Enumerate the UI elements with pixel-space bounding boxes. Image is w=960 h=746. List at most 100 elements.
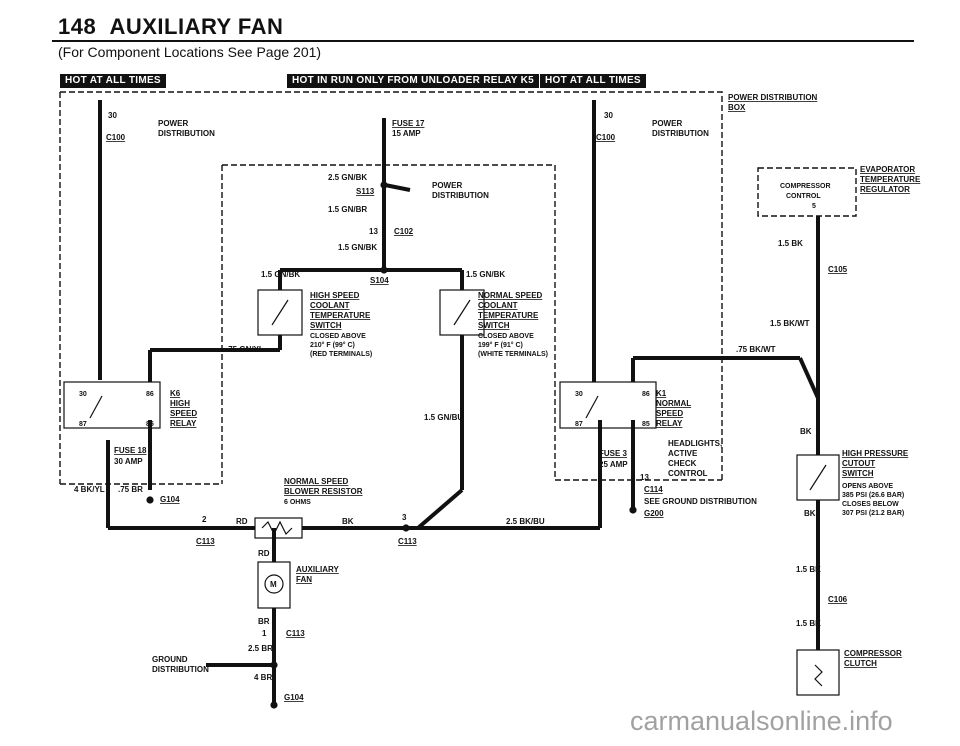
blower-resistor-l2: BLOWER RESISTOR [284, 487, 363, 496]
high-speed-switch-l4: SWITCH [310, 321, 342, 330]
relay-k1-label: K1 [656, 389, 667, 398]
normal-speed-switch-l3: TEMPERATURE [478, 311, 539, 320]
connector-c102: C102 [394, 227, 414, 236]
wire-bk-switch-bottom: BK [804, 509, 816, 518]
k1-pin-85: 85 [642, 421, 650, 428]
high-pressure-l2: CUTOUT [842, 459, 875, 468]
pin-13-c102: 13 [369, 227, 378, 236]
compressor-control-l2: CONTROL [786, 193, 821, 200]
relay-k6-label: K6 [170, 389, 181, 398]
wire-25-gn-bk: 2.5 GN/BK [328, 173, 367, 182]
watermark: carmanualsonline.info [630, 706, 893, 736]
high-pressure-l7: 307 PSI (21.2 BAR) [842, 510, 904, 517]
compressor-clutch-l1: COMPRESSOR [844, 649, 902, 658]
headlights-l1: HEADLIGHTS, [668, 439, 722, 448]
k1-pin-30: 30 [575, 391, 583, 398]
relay-k1-normal: NORMAL [656, 399, 691, 408]
high-pressure-l3: SWITCH [842, 469, 874, 478]
ground-g104-left: G104 [160, 495, 180, 504]
high-speed-switch-l5: CLOSED ABOVE [310, 333, 366, 340]
normal-speed-switch-l6: 199° F (91° C) [478, 341, 523, 349]
splice-s104: S104 [370, 276, 389, 285]
pin-30-left: 30 [108, 111, 117, 120]
ground-g200: G200 [644, 509, 664, 518]
page-title: 148 AUXILIARY FAN [58, 14, 284, 39]
splice-s113: S113 [356, 187, 375, 196]
high-speed-switch-l7: (RED TERMINALS) [310, 351, 372, 358]
pin-30-right: 30 [604, 111, 613, 120]
wire-75-bk-wt: .75 BK/WT [736, 345, 776, 354]
pdb-label-l1: POWER DISTRIBUTION [728, 93, 818, 102]
relay-k6-speed: SPEED [170, 409, 197, 418]
page-subtitle: (For Component Locations See Page 201) [58, 44, 322, 60]
wire-15-gn-bk-right: 1.5 GN/BK [466, 270, 505, 279]
auxiliary-fan-l2: FAN [296, 575, 312, 584]
ground-distribution-l1: GROUND [152, 655, 188, 664]
wire-rd-right: RD [236, 517, 248, 526]
see-ground-distribution: SEE GROUND DISTRIBUTION [644, 497, 757, 506]
compressor-clutch-l2: CLUTCH [844, 659, 877, 668]
power-label-right: POWER [652, 119, 682, 128]
wire-15-gn-bu: 1.5 GN/BU [424, 413, 463, 422]
wire-15-gn-bk-left: 1.5 GN/BK [261, 270, 300, 279]
power-distribution-box-outline [59, 91, 857, 485]
blower-resistor-l3: 6 OHMS [284, 499, 311, 506]
fuse-17-label: FUSE 17 [392, 119, 425, 128]
wire-4-br: 4 BR [254, 673, 272, 682]
connector-c113-right: C113 [398, 537, 417, 546]
connector-c106: C106 [828, 595, 848, 604]
blower-resistor-l1: NORMAL SPEED [284, 477, 349, 486]
wire-br: BR [258, 617, 270, 626]
high-speed-switch-l3: TEMPERATURE [310, 311, 371, 320]
wire-15-bk-upper: 1.5 BK [778, 239, 803, 248]
wire-75-br: .75 BR [118, 485, 143, 494]
wire-75-gn-yl: .75 GN/YL [226, 345, 264, 354]
k6-pin-85: 85 [146, 421, 154, 428]
connector-c113-bottom: C113 [286, 629, 305, 638]
ground-g104-bottom: G104 [284, 693, 304, 702]
evaporator-regulator-l3: REGULATOR [860, 185, 910, 194]
wire-4-bk-yl: 4 BK/YL [74, 485, 105, 494]
connector-c100-left: C100 [106, 133, 126, 142]
pin-1: 1 [262, 629, 267, 638]
connector-c114: C114 [644, 485, 663, 494]
k6-pin-87: 87 [79, 421, 87, 428]
header-hot-in-run: HOT IN RUN ONLY FROM UNLOADER RELAY K5 [287, 74, 539, 88]
power-label-left: POWER [158, 119, 188, 128]
normal-speed-switch-l7: (WHITE TERMINALS) [478, 351, 548, 358]
title-rule [52, 40, 914, 42]
high-pressure-l4: OPENS ABOVE [842, 483, 893, 490]
wire-rd-fan: RD [258, 549, 270, 558]
relay-k6-high: HIGH [170, 399, 190, 408]
normal-speed-switch-l2: COOLANT [478, 301, 518, 310]
fuse-3-label: FUSE 3 [599, 449, 628, 458]
power-label-center: POWER [432, 181, 462, 190]
header-hot-at-all-times-right: HOT AT ALL TIMES [540, 74, 646, 88]
evaporator-regulator-l1: EVAPORATOR [860, 165, 915, 174]
wire-15-gn-bk-upper: 1.5 GN/BK [338, 243, 377, 252]
high-speed-switch-l2: COOLANT [310, 301, 350, 310]
connector-c105: C105 [828, 265, 848, 274]
high-speed-switch-l6: 210° F (99° C) [310, 341, 355, 349]
k1-pin-86: 86 [642, 391, 650, 398]
high-pressure-l5: 385 PSI (26.6 BAR) [842, 492, 904, 499]
k6-pin-86: 86 [146, 391, 154, 398]
pin-2: 2 [202, 515, 207, 524]
fuse-3-amperage: 25 AMP [599, 460, 628, 469]
distribution-label-left: DISTRIBUTION [158, 129, 215, 138]
wire-15-bk-mid: 1.5 BK [796, 565, 821, 574]
wire-bk-switch-top: BK [800, 427, 812, 436]
auxiliary-fan-l1: AUXILIARY [296, 565, 339, 574]
normal-speed-switch-l1: NORMAL SPEED [478, 291, 543, 300]
relay-k6-relay: RELAY [170, 419, 197, 428]
wire-25-bk-bu: 2.5 BK/BU [506, 517, 545, 526]
headlights-l2: ACTIVE [668, 449, 698, 458]
compressor-control-l1: COMPRESSOR [780, 183, 831, 190]
high-pressure-l1: HIGH PRESSURE [842, 449, 909, 458]
fuse-18-amperage: 30 AMP [114, 457, 143, 466]
connector-c113-left: C113 [196, 537, 215, 546]
k6-pin-30: 30 [79, 391, 87, 398]
ground-distribution-l2: DISTRIBUTION [152, 665, 209, 674]
